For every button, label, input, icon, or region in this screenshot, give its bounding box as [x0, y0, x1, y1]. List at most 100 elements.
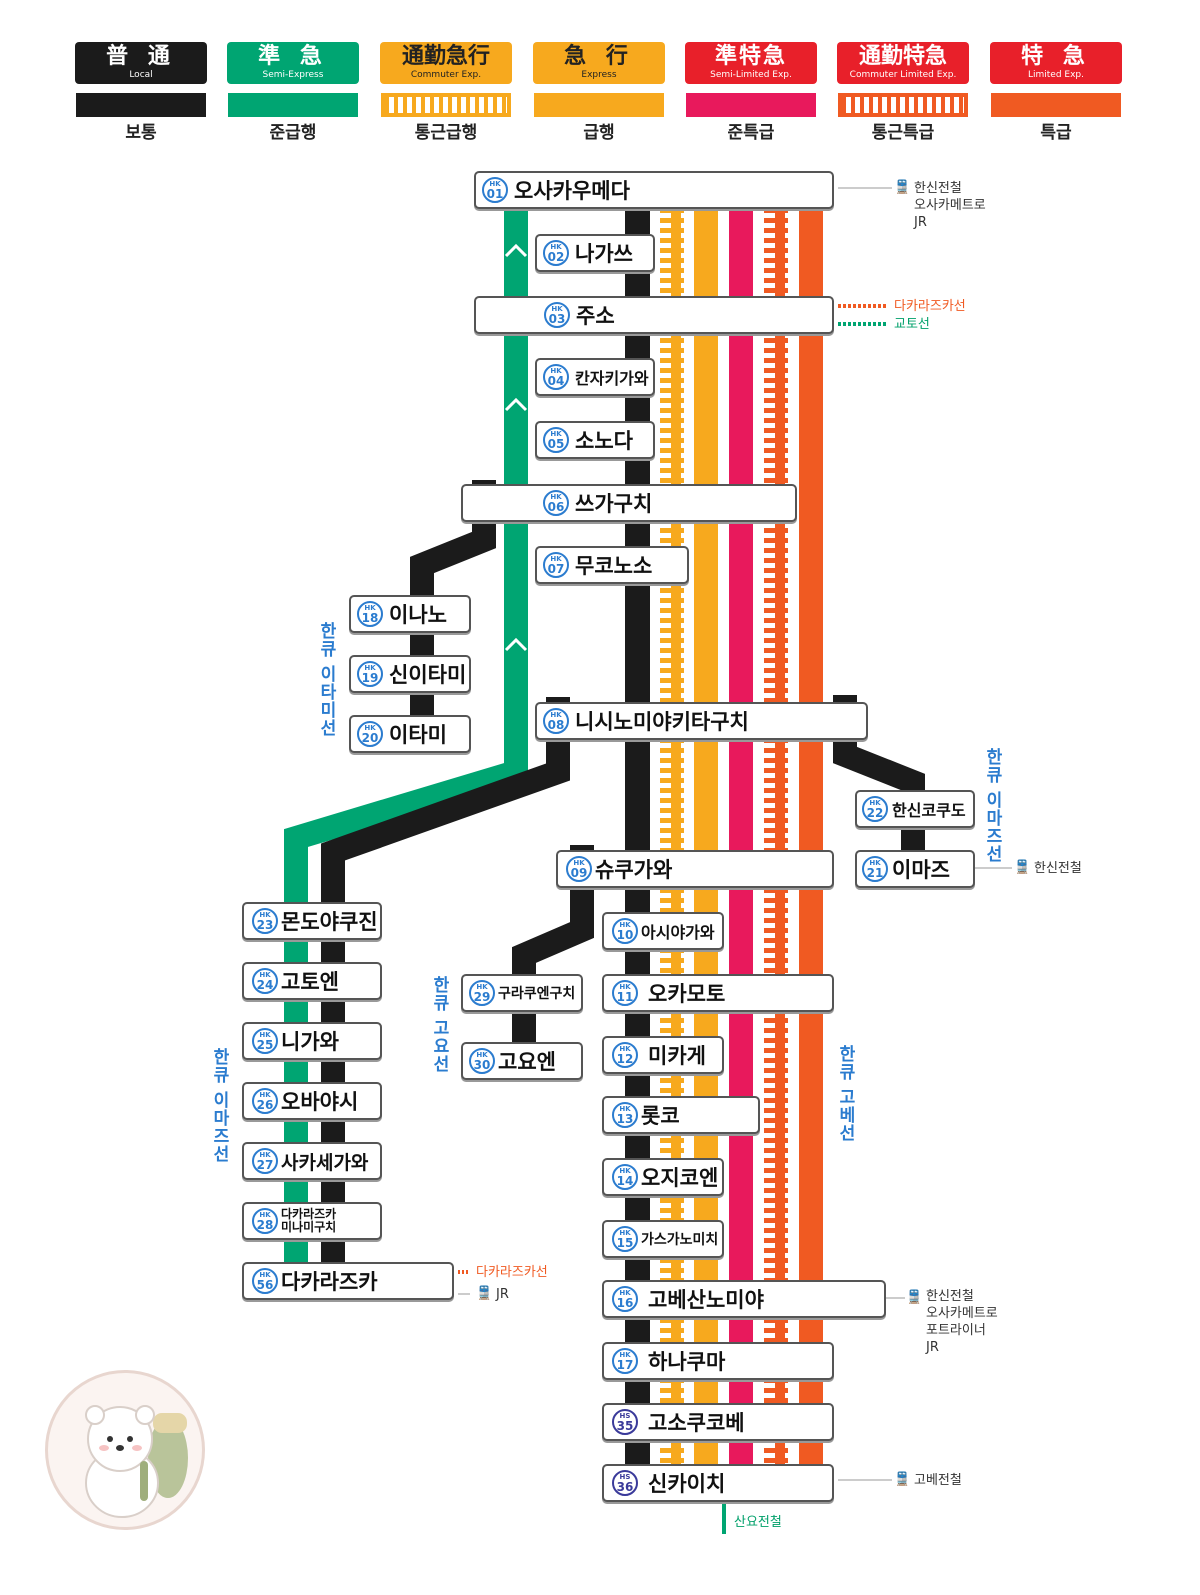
station-name: 신카이치 [648, 1472, 726, 1496]
train-icon: 🚆 [894, 180, 911, 195]
legend-semi-express-box: 準 急 Semi-Express [227, 42, 359, 84]
station-name: 소노다 [575, 429, 633, 453]
express-track [694, 195, 718, 1495]
station-name: 고소쿠코베 [648, 1411, 745, 1435]
station-name: 오바야시 [281, 1090, 359, 1114]
station-name: 신이타미 [389, 663, 467, 687]
train-icon: 🚆 [476, 1286, 493, 1301]
commuter-express-track [660, 195, 684, 1495]
legend-local-label: 보통 [125, 123, 157, 143]
legend-limited-box: 特 急 Limited Exp. [990, 42, 1122, 84]
legend-semi-limited-label: 준특급 [727, 123, 775, 143]
station-name: 슈쿠가와 [595, 858, 673, 882]
sanyo-line-stub [722, 1500, 726, 1534]
station-name: 구라쿠엔구치 [498, 986, 576, 1002]
legend-commuter-limited-label: 통근특급 [871, 123, 935, 143]
legend-semi-express-bar [228, 93, 358, 117]
transfer-juso-takarazuka: 다카라즈카선 [894, 299, 966, 314]
legend-commuter-limited-bar [838, 93, 968, 117]
legend-limited-label: 특급 [1040, 123, 1072, 143]
station-name: 오사카우메다 [514, 179, 630, 203]
line-label-imazu-south: 한큐 이마즈선 [209, 1048, 229, 1163]
transfer-sannomiya: 한신전철 오사카메트로 포트라이너 JR [926, 1289, 998, 1355]
station-name: 한신코쿠도 [892, 801, 966, 820]
legend-express-box: 急 行 Express [533, 42, 665, 84]
semi-limited-track [729, 195, 753, 1495]
legend-commuter-limited-box: 通勤特急 Commuter Limited Exp. [837, 42, 969, 84]
transfer-sanyo: 산요전철 [734, 1515, 782, 1530]
station-name: 고토엔 [281, 970, 339, 994]
station-name: 롯코 [641, 1104, 680, 1128]
station-name: 오카모토 [648, 982, 726, 1006]
semi-express-track [284, 195, 528, 1285]
transfer-imazu: 한신전철 [1034, 861, 1082, 876]
station-name: 오지코엔 [641, 1166, 719, 1190]
transfer-shinkaichi: 고베전철 [914, 1473, 962, 1488]
station-name: 나가쓰 [575, 242, 633, 266]
line-label-kobe: 한큐 고베선 [835, 1045, 855, 1142]
legend-local-bar [76, 93, 206, 117]
station-name: 하나쿠마 [648, 1350, 726, 1374]
transfer-juso-kyoto: 교토선 [894, 317, 930, 332]
legend-semi-express-label: 준급행 [269, 123, 317, 143]
legend-express-bar [534, 93, 664, 117]
station-name: 칸자키가와 [575, 369, 649, 388]
station-name: 고요엔 [498, 1050, 556, 1074]
transfer-takarazuka-line: 다카라즈카선 [476, 1265, 548, 1280]
limited-track [799, 195, 823, 1495]
line-label-itami: 한큐 이타미선 [316, 622, 336, 737]
